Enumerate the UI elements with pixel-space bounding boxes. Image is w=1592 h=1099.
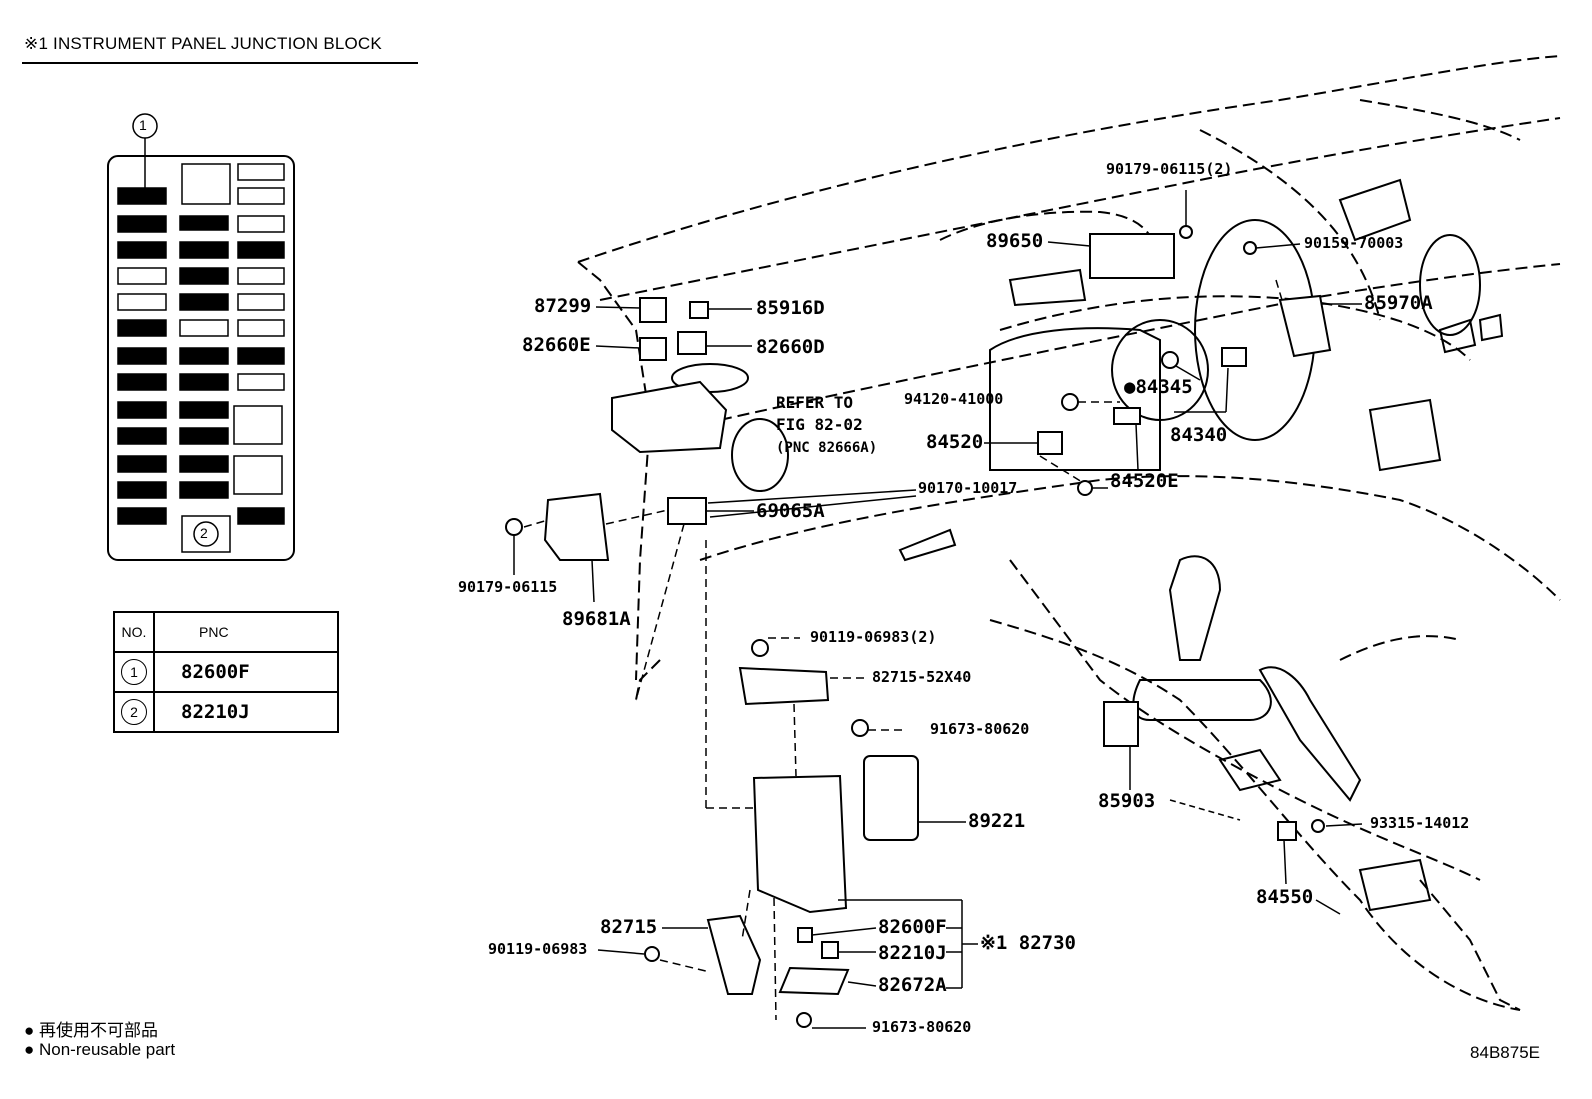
part-85970a [1278,294,1332,358]
callout-82660e: 82660E [522,334,591,356]
part-82660e [639,337,667,361]
callout-89221: 89221 [968,810,1026,832]
refer-line-2: FIG 82-02 [776,415,863,434]
refer-line-1: REFER TO [776,393,854,412]
part-82672a [778,966,850,996]
part-84340 [1221,347,1247,367]
part-82715-52x40 [738,666,830,706]
parts [505,225,1332,1028]
part-82600f [797,927,813,943]
part-84520e [1113,407,1141,425]
callout-84345: ●84345 [1124,376,1193,398]
part-85916d [689,301,709,319]
callout-84520: 84520 [926,431,984,453]
part-82210j [821,941,839,959]
table-row: 2 82210J [113,691,339,733]
marker-1-circle [132,113,158,139]
legend-jp: ● 再使用不可部品 [24,1021,158,1040]
callout-84340: 84340 [1170,424,1228,446]
callout-87299: 87299 [534,295,592,317]
part-82715 [706,914,762,995]
callout-85916d: 85916D [756,297,825,319]
part-90119-06983 [644,946,660,962]
row-no: 2 [121,699,147,725]
part-93315-14012 [1311,819,1325,833]
marker-2: 2 [200,525,208,541]
callout-89681a: 89681A [562,608,631,630]
callout-85903: 85903 [1098,790,1156,812]
fuse-slots [117,163,285,525]
pnc-table: NO. PNC 1 82600F 2 82210J [113,611,339,733]
part-89681a [543,492,610,561]
title-underline [22,62,418,64]
dashboard-outline [577,55,1561,1011]
callout-82672a: 82672A [878,974,947,996]
marker-1: 1 [139,117,147,133]
refer-line-3: (PNC 82666A) [776,440,878,456]
table-header-row: NO. PNC [113,611,339,653]
part-84550 [1277,821,1297,841]
callout-82715-52x40: 82715-52X40 [872,668,972,686]
junction-block-outline [107,155,295,561]
callout-82660d: 82660D [756,336,825,358]
row-pnc: 82600F [153,651,339,693]
legend-en: ● Non-reusable part [24,1040,176,1059]
part-82730-junction [752,774,848,914]
part-84520 [1037,431,1063,455]
part-89221 [863,755,919,841]
part-82660d [677,331,707,355]
callout-82715: 82715 [600,916,658,938]
callout-84550: 84550 [1256,886,1314,908]
callout-82210j: 82210J [878,942,947,964]
part-91673-80620-b [796,1012,812,1028]
header-pnc: PNC [153,611,339,653]
callout-69065a: 69065A [756,500,825,522]
part-90159-70003 [1243,241,1257,255]
callout-84520e: 84520E [1110,470,1179,492]
header-no: NO. [113,611,155,653]
callout-89650: 89650 [986,230,1044,252]
callout-90170-10017: 90170-10017 [918,479,1018,497]
callout-82730: ※1 82730 [980,932,1076,954]
callout-94120-41000: 94120-41000 [904,390,1004,408]
part-91673-80620-a [851,719,869,737]
part-90179-06115 [505,518,523,536]
marker-2-circle [193,521,219,547]
callout-90179-06115: 90179-06115 [458,578,558,596]
part-82666a-bracket [611,380,728,454]
callout-90119-06983-2: 90119-06983(2) [810,628,937,646]
callout-85970a: 85970A [1364,292,1433,314]
callout-93315-14012: 93315-14012 [1370,814,1470,832]
figure-code: 84B875E [1470,1043,1540,1062]
leader-lines [513,190,1363,1029]
callout-90159-70003: 90159-70003 [1304,234,1404,252]
block-title: ※1 INSTRUMENT PANEL JUNCTION BLOCK [24,34,382,53]
part-69065a [667,497,707,525]
callout-91673-80620-a: 91673-80620 [930,720,1030,738]
part-90119-06983-2 [751,639,769,657]
dashed-leaders [523,279,1283,1021]
callout-91673-80620-b: 91673-80620 [872,1018,972,1036]
callout-82600f: 82600F [878,916,947,938]
part-94120-41000 [1061,393,1079,411]
part-85903 [1103,701,1139,747]
callout-90119-06983: 90119-06983 [488,940,588,958]
row-no: 1 [121,659,147,685]
callout-90179-06115-2: 90179-06115(2) [1106,160,1233,178]
part-87299 [639,297,667,323]
part-90179-06115-2 [1179,225,1193,239]
part-90170-10017 [1077,480,1093,496]
part-89650 [1089,233,1175,279]
row-pnc: 82210J [153,691,339,733]
part-84345 [1161,351,1179,369]
table-row: 1 82600F [113,651,339,693]
refer-note: REFER TO FIG 82-02 (PNC 82666A) [776,392,877,459]
